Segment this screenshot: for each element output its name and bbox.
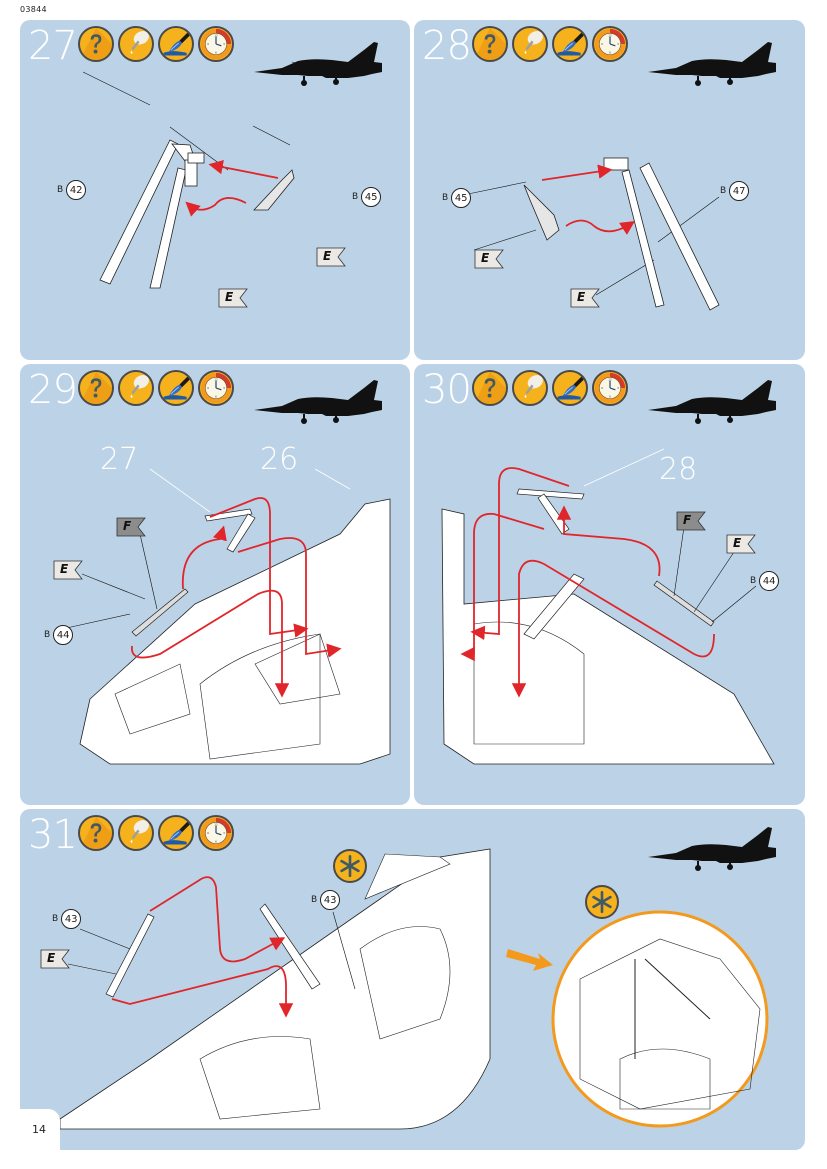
material-flag-E: E bbox=[570, 288, 600, 308]
step-number: 31 bbox=[28, 812, 78, 858]
paint-brush-icon bbox=[552, 370, 588, 406]
page-number-tab: 14 bbox=[20, 1109, 60, 1150]
step-29-panel: 29 27 26 F E B 44 bbox=[20, 364, 410, 805]
step-number: 28 bbox=[422, 23, 472, 69]
clock-icon bbox=[198, 815, 234, 851]
part-number-label: B 45 bbox=[442, 188, 472, 208]
callout-step-27: 27 bbox=[100, 442, 139, 477]
step-icons bbox=[78, 26, 234, 62]
landing-gear-illustration bbox=[467, 157, 720, 311]
material-flag-E: E bbox=[53, 560, 83, 580]
question-icon bbox=[78, 370, 114, 406]
asterisk-icon bbox=[333, 849, 367, 883]
part-number-label: B 42 bbox=[57, 180, 87, 200]
step-icons bbox=[472, 370, 628, 406]
step-30-panel: 30 28 F E B 44 bbox=[414, 364, 805, 805]
part-number-label: B 47 bbox=[720, 181, 750, 201]
glue-bottle-icon bbox=[512, 370, 548, 406]
canopy-strut-illustration bbox=[59, 848, 769, 1130]
question-icon bbox=[472, 26, 508, 62]
question-icon bbox=[78, 815, 114, 851]
clock-icon bbox=[198, 370, 234, 406]
material-flag-E: E bbox=[218, 288, 248, 308]
material-flag-E: E bbox=[316, 247, 346, 267]
clock-icon bbox=[198, 26, 234, 62]
asterisk-icon bbox=[585, 885, 619, 919]
material-flag-E: E bbox=[474, 249, 504, 269]
paint-brush-icon bbox=[158, 26, 194, 62]
material-flag-F: F bbox=[116, 517, 146, 537]
clock-icon bbox=[592, 26, 628, 62]
page-number: 14 bbox=[32, 1123, 46, 1136]
part-number-label: B 45 bbox=[352, 187, 382, 207]
glue-bottle-icon bbox=[118, 370, 154, 406]
callout-step-26: 26 bbox=[260, 442, 299, 477]
question-icon bbox=[78, 26, 114, 62]
material-flag-E: E bbox=[726, 534, 756, 554]
step-number: 27 bbox=[28, 23, 78, 69]
clock-icon bbox=[592, 370, 628, 406]
step-icons bbox=[78, 370, 234, 406]
step-icons bbox=[472, 26, 628, 62]
glue-bottle-icon bbox=[118, 815, 154, 851]
question-icon bbox=[472, 370, 508, 406]
cockpit-assembly-illustration bbox=[441, 448, 775, 765]
part-number-label: B 44 bbox=[750, 571, 780, 591]
part-number-label: B 43 bbox=[52, 909, 82, 929]
glue-bottle-icon bbox=[118, 26, 154, 62]
step-number: 30 bbox=[422, 367, 472, 413]
paint-brush-icon bbox=[552, 26, 588, 62]
glue-bottle-icon bbox=[512, 26, 548, 62]
step-icons bbox=[78, 815, 234, 851]
step-27-panel: 27 B 42 B 45 E E bbox=[20, 20, 410, 360]
document-code: 03844 bbox=[20, 5, 47, 14]
callout-step-28: 28 bbox=[659, 452, 698, 487]
step-number: 29 bbox=[28, 367, 78, 413]
paint-brush-icon bbox=[158, 815, 194, 851]
material-flag-F: F bbox=[676, 511, 706, 531]
material-flag-E: E bbox=[40, 949, 70, 969]
cockpit-assembly-illustration bbox=[61, 468, 391, 765]
step-28-panel: 28 B 45 B 47 E E bbox=[414, 20, 805, 360]
paint-brush-icon bbox=[158, 370, 194, 406]
landing-gear-illustration bbox=[82, 61, 354, 289]
step-31-panel: 31 B 43 bbox=[20, 809, 805, 1150]
part-number-label: B 44 bbox=[44, 625, 74, 645]
part-number-label: B 43 bbox=[311, 890, 341, 910]
